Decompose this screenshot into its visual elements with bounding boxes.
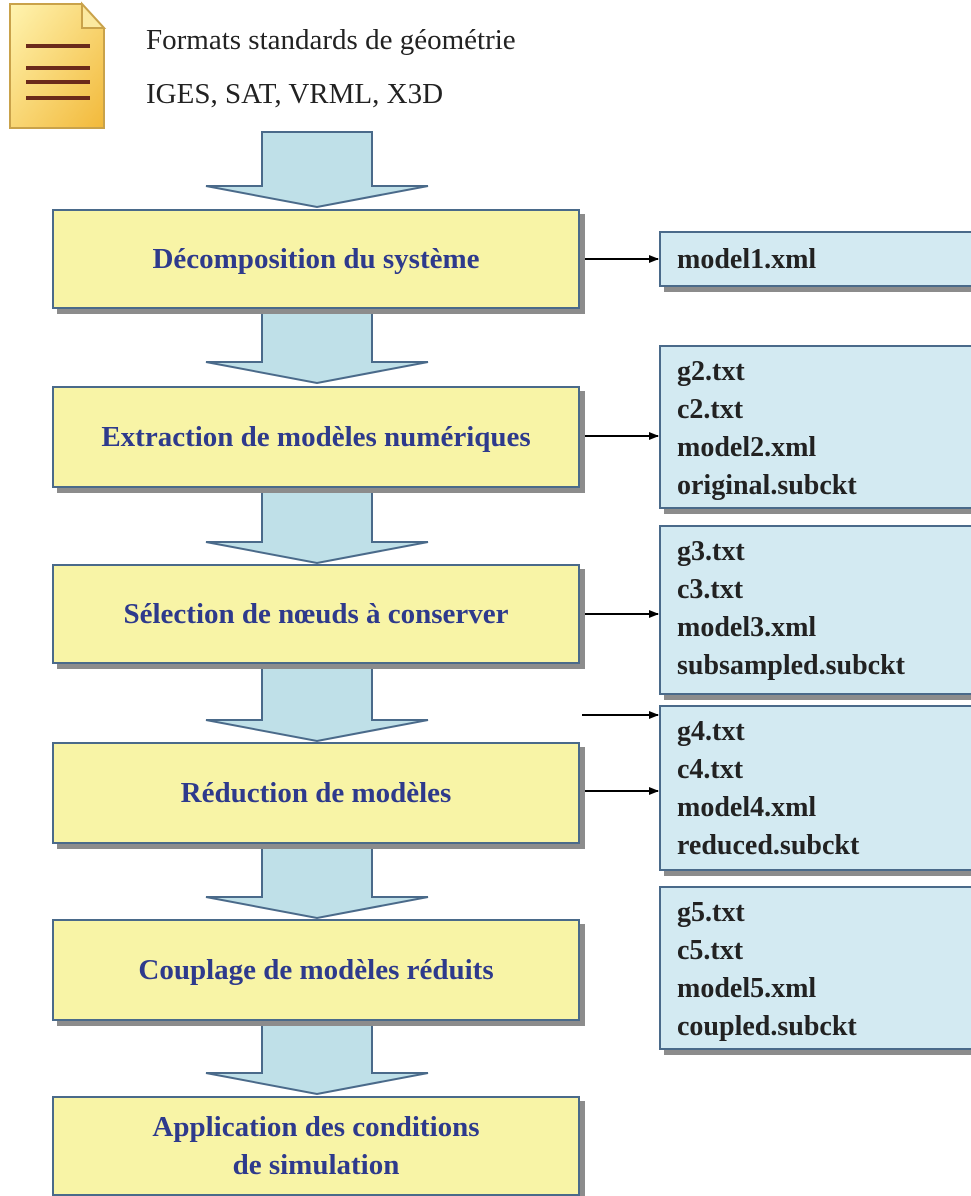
output-file: c4.txt [677, 754, 744, 785]
flow-arrow-down [205, 1021, 429, 1096]
step-node-selection[interactable]: Sélection de nœuds à conserver [52, 564, 580, 664]
output-file: model5.xml [677, 973, 817, 1004]
step-label: Sélection de nœuds à conserver [123, 598, 509, 630]
output-files-4: g4.txt c4.txt model4.xml reduced.subckt [659, 705, 971, 871]
step-label: Réduction de modèles [180, 777, 452, 809]
flow-arrow-down [205, 307, 429, 385]
output-file: g2.txt [677, 356, 745, 387]
output-file: model1.xml [677, 244, 817, 275]
step-label: Couplage de modèles réduits [138, 954, 494, 986]
output-file: original.subckt [677, 470, 857, 501]
output-files-1: model1.xml [659, 231, 971, 287]
output-file: subsampled.subckt [677, 650, 905, 681]
flow-arrow-down [205, 663, 429, 743]
output-file: model3.xml [677, 612, 817, 643]
output-file: g3.txt [677, 536, 745, 567]
step-reduction[interactable]: Réduction de modèles [52, 742, 580, 844]
document-icon [9, 1, 107, 129]
step-label-line1: Application des conditions [152, 1111, 480, 1143]
output-file: c3.txt [677, 574, 744, 605]
output-file: c2.txt [677, 394, 744, 425]
step-coupling[interactable]: Couplage de modèles réduits [52, 919, 580, 1021]
output-files-2: g2.txt c2.txt model2.xml original.subckt [659, 345, 971, 509]
output-file: model4.xml [677, 792, 817, 823]
output-files-3: g3.txt c3.txt model3.xml subsampled.subc… [659, 525, 971, 695]
output-file: g4.txt [677, 716, 745, 747]
source-formats-list: IGES, SAT, VRML, X3D [146, 78, 444, 110]
output-file: c5.txt [677, 935, 744, 966]
step-decomposition[interactable]: Décomposition du système [52, 209, 580, 309]
step-label: Extraction de modèles numériques [101, 421, 531, 453]
source-formats-title: Formats standards de géométrie [146, 24, 516, 56]
flow-arrow-down [205, 843, 429, 920]
output-file: model2.xml [677, 432, 817, 463]
flow-arrow-down [205, 487, 429, 565]
step-label-line2: de simulation [232, 1149, 400, 1181]
output-file: reduced.subckt [677, 830, 860, 861]
step-label: Décomposition du système [152, 243, 480, 275]
output-file: coupled.subckt [677, 1011, 857, 1042]
step-simulation-conditions[interactable]: Application des conditions de simulation [52, 1096, 580, 1196]
output-file: g5.txt [677, 897, 745, 928]
step-extraction[interactable]: Extraction de modèles numériques [52, 386, 580, 488]
output-files-5: g5.txt c5.txt model5.xml coupled.subckt [659, 886, 971, 1050]
flow-arrow-down [205, 131, 429, 209]
